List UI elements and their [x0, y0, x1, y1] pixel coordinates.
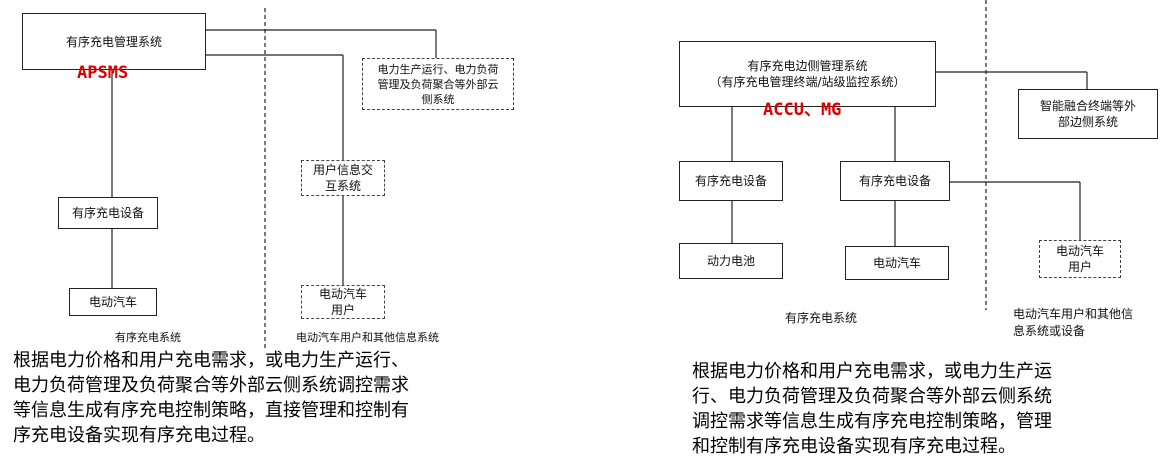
accu-mg-label: ACCU、MG — [763, 100, 842, 120]
left-description: 根据电力价格和用户充电需求，或电力生产运行、 电力负荷管理及负荷聚合等外部云侧系… — [13, 350, 409, 446]
ev-user-box-right: 电动汽车 用户 — [1039, 240, 1121, 278]
section-label-users-other-systems: 电动汽车用户和其他信息系统 — [296, 331, 439, 344]
ordered-charging-device-box: 有序充电设备 — [58, 197, 158, 229]
section-label-users-devices-right: 电动汽车用户和其他信 息系统或设备 — [1013, 307, 1134, 338]
electric-vehicle-box: 电动汽车 — [69, 288, 157, 316]
ev-user-box: 电动汽车 用户 — [301, 285, 385, 319]
section-label-ordered-charging-right: 有序充电系统 — [785, 311, 858, 325]
apsms-label: APSMS — [77, 63, 129, 83]
power-battery-box: 动力电池 — [679, 243, 783, 279]
ordered-charging-device-box-1: 有序充电设备 — [679, 161, 783, 201]
edge-management-system-box: 有序充电边侧管理系统 （有序充电管理终端/站级监控系统） — [679, 41, 936, 107]
ordered-charging-management-box: 有序充电管理系统 — [22, 13, 206, 70]
external-cloud-systems-box: 电力生产运行、电力负荷 管理及负荷聚合等外部云 侧系统 — [362, 58, 514, 110]
smart-fusion-terminal-box: 智能融合终端等外 部边侧系统 — [1018, 89, 1158, 139]
electric-vehicle-box-right: 电动汽车 — [845, 246, 949, 280]
ordered-charging-device-box-2: 有序充电设备 — [840, 161, 950, 201]
section-label-ordered-charging: 有序充电系统 — [115, 331, 181, 344]
user-interaction-system-box: 用户信息交 互系统 — [301, 160, 385, 196]
right-description: 根据电力价格和用户充电需求，或电力生产运 行、电力负荷管理及负荷聚合等外部云侧系… — [692, 361, 1052, 457]
